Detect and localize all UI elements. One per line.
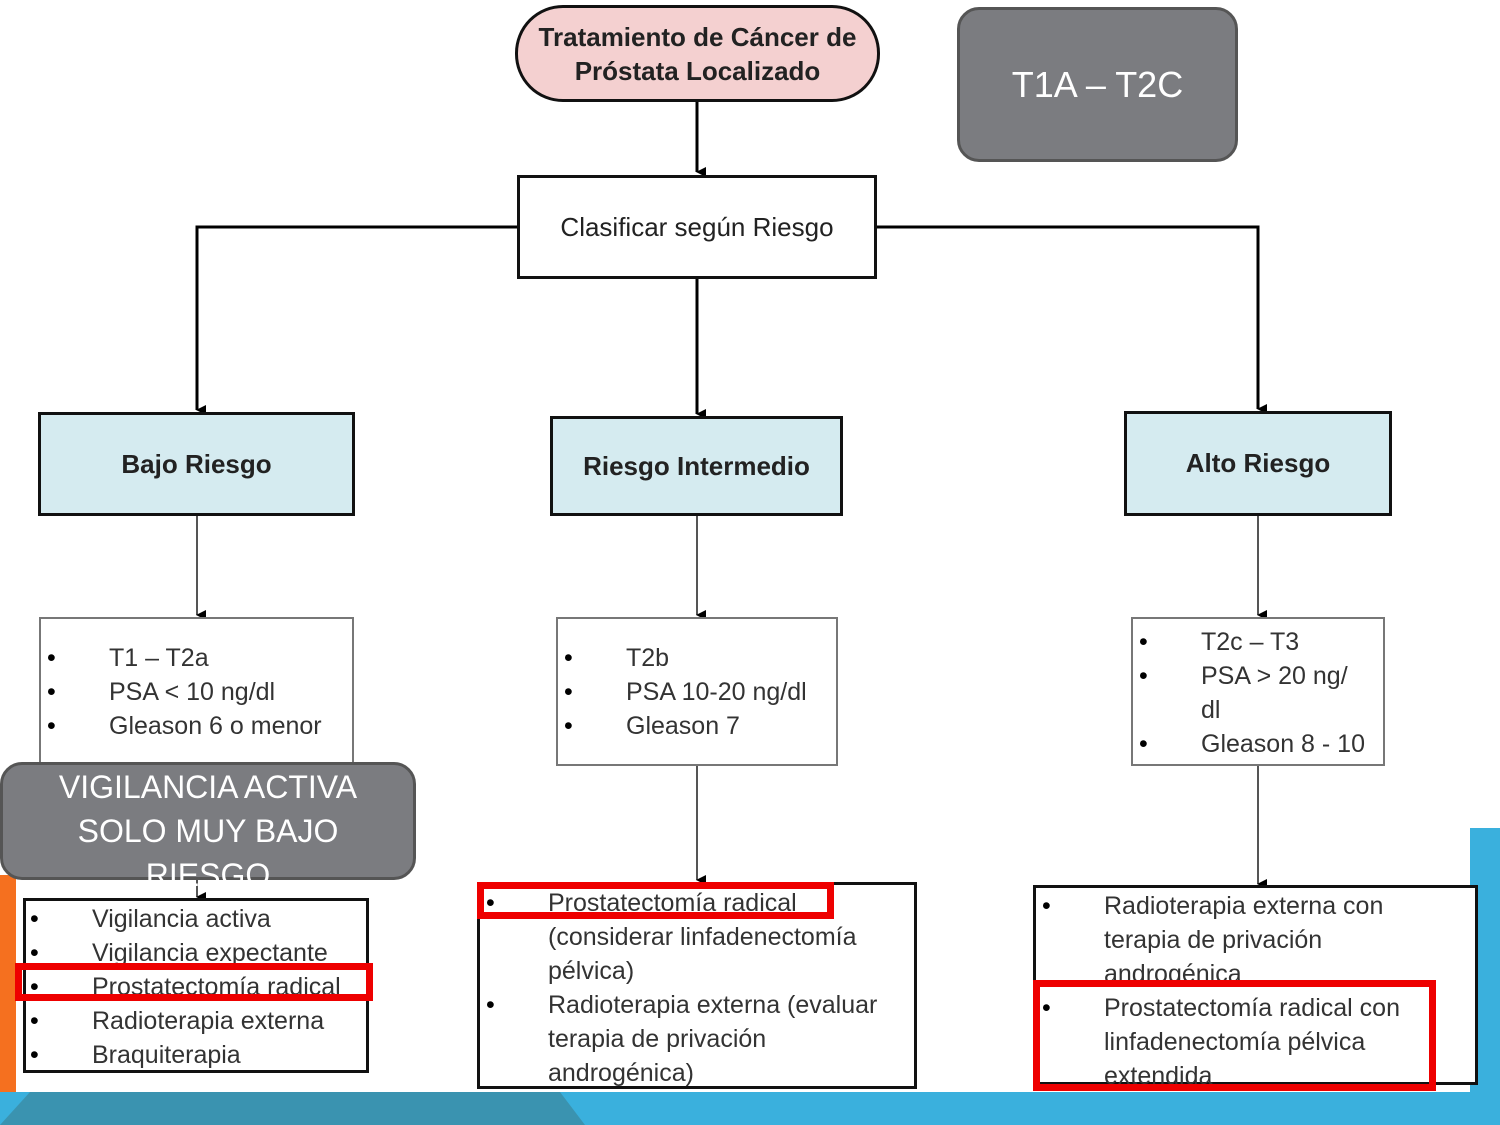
treatment-item: Braquiterapia xyxy=(24,1038,366,1072)
criteria-item: Gleason 6 o menor xyxy=(41,709,352,743)
highlight-bajo-prostatectomia xyxy=(15,963,373,1001)
vigilancia-callout: VIGILANCIA ACTIVA SOLO MUY BAJO RIESGO xyxy=(0,762,416,893)
criteria-item: T2c – T3 xyxy=(1133,625,1383,659)
criteria-intermedio: T2bPSA 10-20 ng/dlGleason 7 xyxy=(556,617,838,766)
title-text: Tratamiento de Cáncer de Próstata Locali… xyxy=(538,21,857,86)
treatment-item: Vigilancia expectante xyxy=(24,936,366,970)
criteria-item: Gleason 7 xyxy=(558,709,836,743)
classify-text: Clasificar según Riesgo xyxy=(560,211,834,242)
orange-accent-strip xyxy=(0,875,16,1100)
treatment-item: Radioterapia externa (evaluar terapia de… xyxy=(480,988,914,1090)
classify-node: Clasificar según Riesgo xyxy=(517,175,877,279)
criteria-item: PSA 10-20 ng/dl xyxy=(558,675,836,709)
arrow-to-alto xyxy=(877,225,1267,414)
criteria-alto: T2c – T3PSA > 20 ng/ dlGleason 8 - 10 xyxy=(1131,617,1385,766)
treatments-bajo: Vigilancia activaVigilancia expectantePr… xyxy=(23,898,369,1073)
criteria-item: Gleason 8 - 10 xyxy=(1133,727,1383,761)
risk-label: Alto Riesgo xyxy=(1185,448,1331,478)
stage-badge-text: T1A – T2C xyxy=(1011,63,1184,105)
vigilancia-callout-text: VIGILANCIA ACTIVA SOLO MUY BAJO RIESGO xyxy=(58,769,358,893)
treatment-item: Vigilancia activa xyxy=(24,902,366,936)
highlight-alto-prostatectomia xyxy=(1033,980,1436,1091)
criteria-item: PSA > 20 ng/ dl xyxy=(1133,659,1383,727)
highlight-intermedio-prostatectomia xyxy=(477,882,834,919)
criteria-item: PSA < 10 ng/dl xyxy=(41,675,352,709)
criteria-item: T1 – T2a xyxy=(41,641,352,675)
risk-node-bajo: Bajo Riesgo xyxy=(38,412,355,516)
treatment-item: Radioterapia externa con terapia de priv… xyxy=(1036,889,1475,991)
arrow-to-bajo xyxy=(195,225,517,415)
stage-badge: T1A – T2C xyxy=(957,7,1238,162)
risk-node-alto: Alto Riesgo xyxy=(1124,411,1392,516)
risk-label: Riesgo Intermedio xyxy=(583,450,810,481)
criteria-item: T2b xyxy=(558,641,836,675)
criteria-bajo: T1 – T2aPSA < 10 ng/dlGleason 6 o menor xyxy=(39,617,354,770)
title-node: Tratamiento de Cáncer de Próstata Locali… xyxy=(515,5,880,102)
risk-node-intermedio: Riesgo Intermedio xyxy=(550,416,843,516)
risk-label: Bajo Riesgo xyxy=(121,448,272,479)
treatment-item: Radioterapia externa xyxy=(24,1004,366,1038)
bottom-bar-teal xyxy=(0,1092,585,1125)
